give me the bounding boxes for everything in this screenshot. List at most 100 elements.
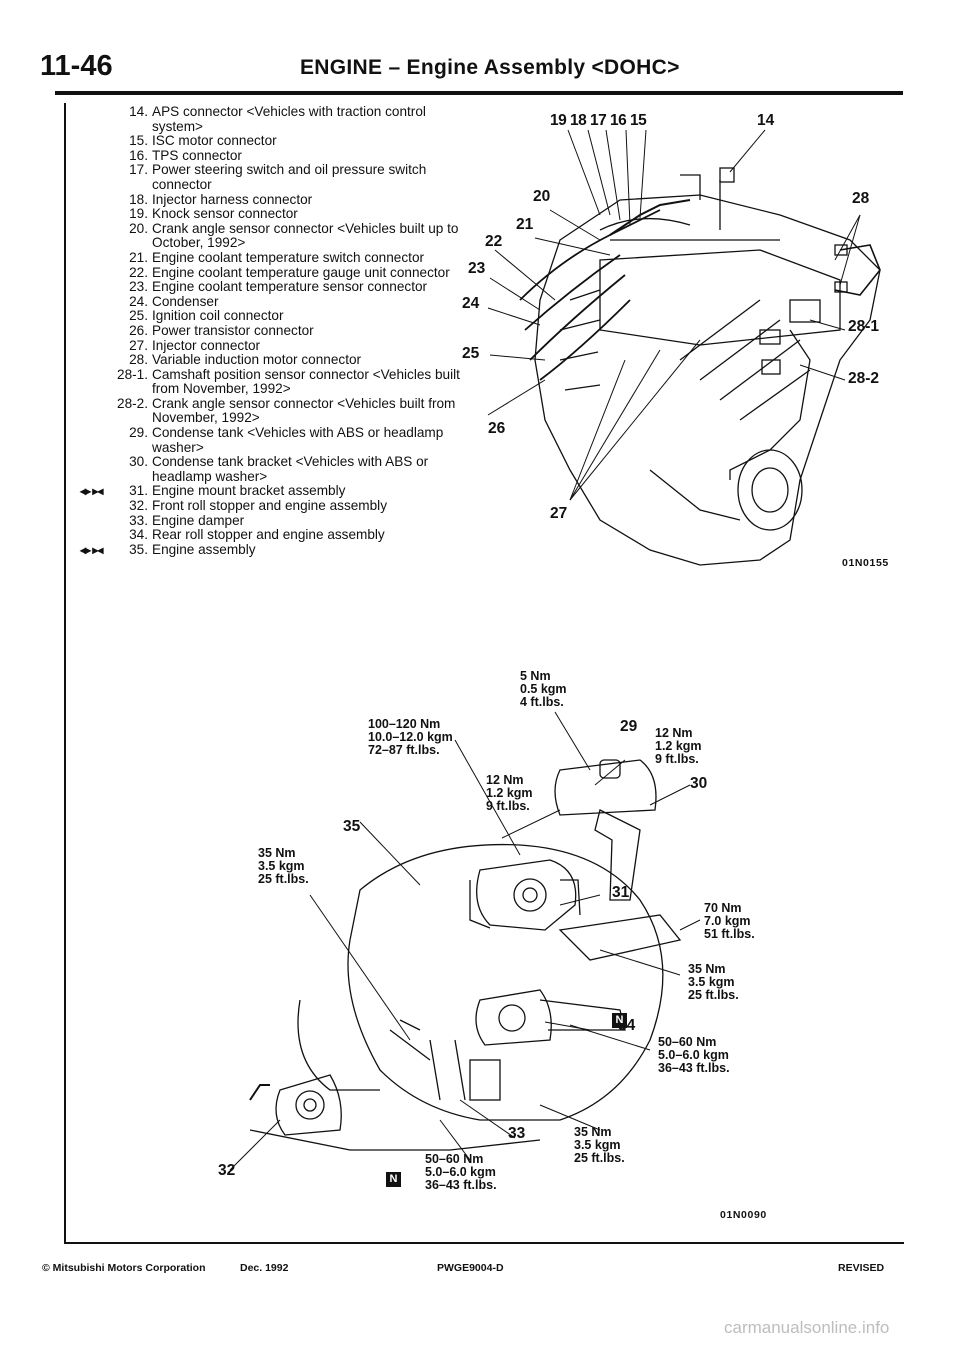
parts-list-item: ◂▸ ▸◂ 31.Engine mount bracket assembly (80, 483, 470, 499)
parts-list-number: 26. (129, 322, 148, 338)
parts-list-item: 33.Engine damper (90, 512, 470, 529)
parts-list-number: 32. (129, 498, 148, 514)
parts-list-item: 22.Engine coolant temperature gauge unit… (90, 264, 470, 281)
footer-copyright: © Mitsubishi Motors Corporation (42, 1262, 206, 1274)
torque-spec-100-120nm: 100–120 Nm 10.0–12.0 kgm 72–87 ft.lbs. (368, 717, 453, 757)
parts-list-text: Engine coolant temperature switch connec… (152, 249, 425, 265)
parts-list-text: Engine coolant temperature gauge unit co… (152, 264, 450, 280)
parts-list-number: 29. (129, 425, 148, 441)
callout-28: 28 (852, 190, 870, 207)
parts-list-text: Condense tank bracket <Vehicles with ABS… (152, 454, 429, 484)
callout-26: 26 (488, 420, 506, 437)
parts-list-text: Engine coolant temperature sensor connec… (152, 279, 428, 295)
parts-list-number: 15. (129, 133, 148, 149)
parts-list-number: 16. (129, 147, 148, 163)
torque-spec-12nm-tank: 12 Nm 1.2 kgm 9 ft.lbs. (655, 726, 702, 766)
parts-list-item: 14. APS connector <Vehicles with traction… (90, 104, 470, 134)
engine-top-illustration (519, 167, 881, 566)
parts-list-text: Crank angle sensor connector <Vehicles b… (152, 395, 456, 426)
left-margin-rule (64, 103, 66, 1243)
callout-21: 21 (516, 216, 534, 233)
torque-spec-35nm-mount: 35 Nm 3.5 kgm 25 ft.lbs. (688, 962, 739, 1002)
parts-list-text: ISC motor connector (152, 133, 277, 149)
header-rule (55, 91, 903, 95)
callout-31: 31 (612, 884, 630, 901)
callout-22: 22 (485, 233, 503, 250)
parts-list-item: 21.Engine coolant temperature switch con… (90, 249, 470, 266)
parts-list-item: 26.Power transistor connector (90, 322, 470, 339)
parts-list-number: 18. (129, 191, 148, 207)
parts-list-item: 16.TPS connector (90, 147, 470, 164)
parts-list-number: 27. (129, 337, 148, 353)
parts-list-number: 34. (129, 527, 148, 543)
bottom-leader-lines (229, 711, 701, 1171)
parts-list-item: 29.Condense tank <Vehicles with ABS or h… (90, 425, 470, 455)
figure-code-bottom: 01N0090 (720, 1209, 767, 1221)
callout-24: 24 (462, 295, 480, 312)
parts-list: 14. APS connector <Vehicles with traction… (80, 104, 470, 558)
torque-spec-35nm-damper: 35 Nm 3.5 kgm 25 ft.lbs. (574, 1125, 625, 1165)
parts-list-text: Front roll stopper and engine assembly (152, 498, 387, 514)
parts-list-number: 24. (129, 293, 148, 309)
parts-list-text: Engine mount bracket assembly (152, 483, 346, 499)
parts-list-number: 35. (129, 541, 148, 557)
parts-list-item: ◂▸ ▸◂ 35.Engine assembly (80, 541, 470, 558)
callout-16: 16 (610, 112, 627, 129)
parts-list-text: Condenser (152, 293, 219, 309)
footer-revised: REVISED (838, 1262, 885, 1274)
torque-spec-50-60nm-rear: 50–60 Nm 5.0–6.0 kgm 36–43 ft.lbs. (658, 1035, 730, 1075)
callout-23: 23 (468, 260, 486, 277)
footer-doc-code: PWGE9004-D (437, 1262, 504, 1274)
torque-spec-12nm-bracket: 12 Nm 1.2 kgm 9 ft.lbs. (486, 773, 533, 813)
torque-spec-35nm-engine: 35 Nm 3.5 kgm 25 ft.lbs. (258, 846, 309, 886)
parts-list-number: 33. (129, 512, 148, 528)
parts-list-item: 28-1.Camshaft position sensor connector … (90, 366, 470, 397)
callout-18: 18 (570, 112, 587, 129)
callout-28-2: 28-2 (848, 370, 880, 387)
n-mark-rear: N (612, 1013, 627, 1028)
parts-list-number: 23. (129, 279, 148, 295)
mount-bottom-illustration (249, 759, 682, 1151)
parts-list-text: TPS connector (152, 147, 242, 163)
parts-list-text: Power transistor connector (152, 322, 314, 338)
parts-list-text: APS connector <Vehicles with traction co… (152, 104, 426, 134)
torque-spec-50-60nm-front: 50–60 Nm 5.0–6.0 kgm 36–43 ft.lbs. (425, 1152, 497, 1192)
callout-20: 20 (533, 188, 551, 205)
callout-14: 14 (757, 112, 775, 129)
callout-28-1: 28-1 (848, 318, 880, 335)
parts-list-text: Engine assembly (152, 541, 256, 557)
parts-list-number: 20. (129, 220, 148, 236)
parts-list-text: Injector connector (152, 337, 261, 353)
parts-list-number: 19. (129, 206, 148, 222)
parts-list-number: 28-2. (117, 395, 148, 411)
parts-list-text: Crank angle sensor connector <Vehicles b… (152, 220, 459, 251)
parts-list-text: Condense tank <Vehicles with ABS or head… (152, 425, 444, 455)
bottom-rule (64, 1242, 904, 1244)
parts-list-number: 31. (129, 483, 148, 499)
callout-35: 35 (343, 818, 361, 835)
parts-list-number: 21. (129, 249, 148, 265)
parts-list-number: 25. (129, 308, 148, 324)
callout-19: 19 (550, 112, 567, 129)
parts-list-item: 32.Front roll stopper and engine assembl… (90, 498, 470, 514)
parts-list-text: Variable induction motor connector (152, 352, 362, 368)
figure-code-top: 01N0155 (842, 557, 889, 569)
service-point-symbol: ◂▸ ▸◂ (80, 484, 103, 499)
callout-29: 29 (620, 718, 638, 735)
parts-list-item: 25.Ignition coil connector (90, 309, 470, 324)
page-number: 11-46 (40, 50, 113, 82)
parts-list-item: 28.Variable induction motor connector (90, 352, 470, 368)
footer-date: Dec. 1992 (240, 1262, 289, 1274)
parts-list-text: Camshaft position sensor connector <Vehi… (152, 366, 460, 397)
torque-spec-5nm: 5 Nm 0.5 kgm 4 ft.lbs. (520, 669, 567, 709)
parts-list-text: Power steering switch and oil pressure s… (152, 162, 427, 192)
parts-list-number: 14. (129, 104, 148, 119)
torque-spec-70nm: 70 Nm 7.0 kgm 51 ft.lbs. (704, 901, 755, 941)
parts-list-item: 34.Rear roll stopper and engine assembly (90, 528, 470, 543)
callout-27: 27 (550, 505, 568, 522)
service-point-symbol: ◂▸ ▸◂ (80, 542, 103, 557)
parts-list-item: 19.Knock sensor connector (90, 207, 470, 222)
parts-list-number: 30. (129, 454, 148, 470)
parts-list-text: Engine damper (152, 512, 245, 528)
parts-list-item: 18.Injector harness connector (90, 191, 470, 208)
